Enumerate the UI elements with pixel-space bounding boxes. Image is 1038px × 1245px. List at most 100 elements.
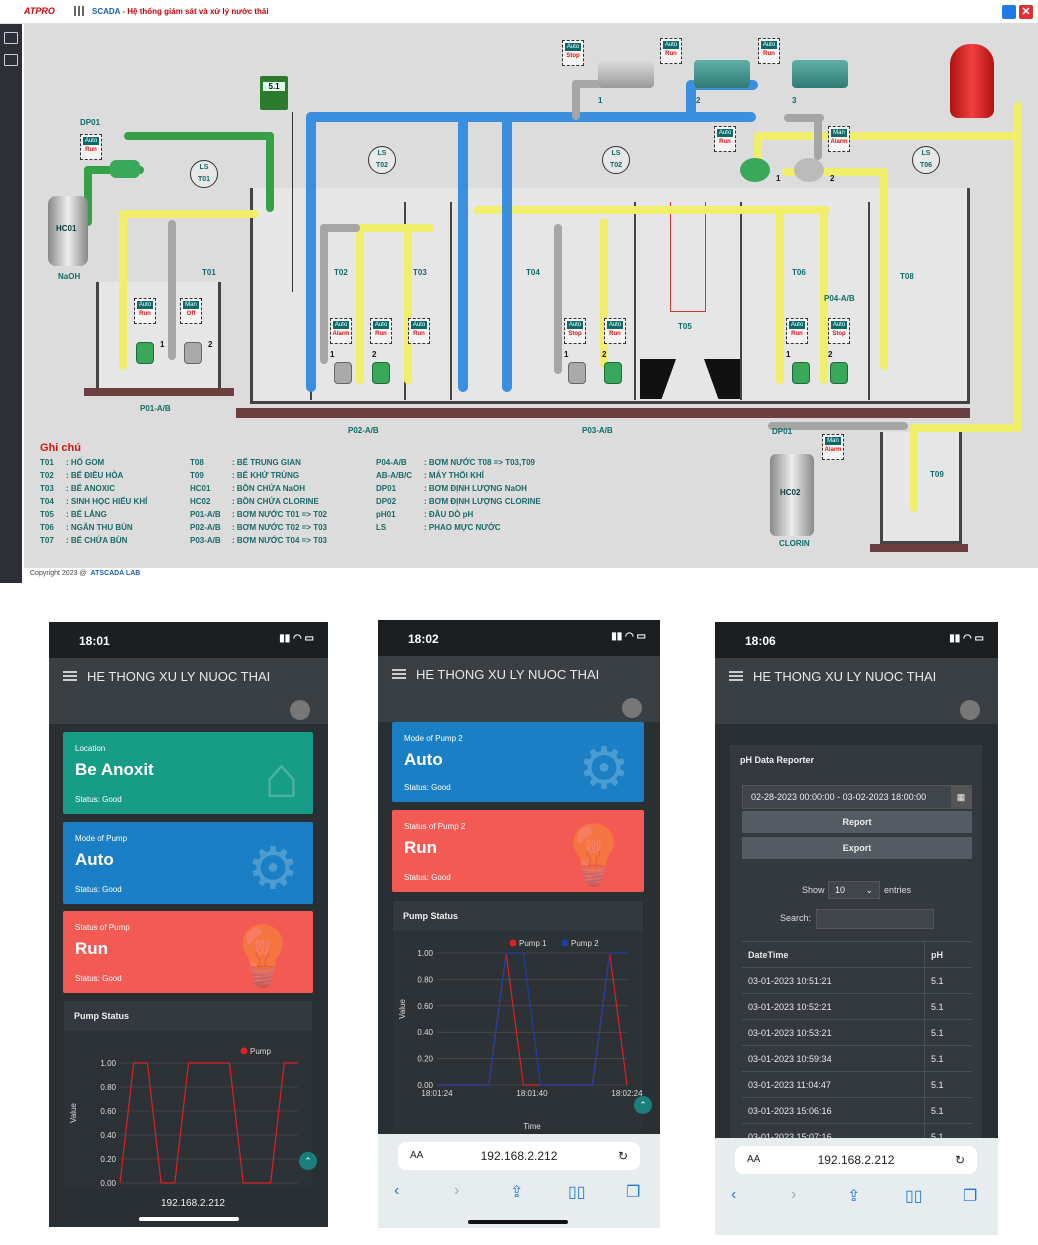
note-desc: : BỒN CHỨA NaOH xyxy=(232,484,306,493)
note-code: pH01 xyxy=(376,510,396,519)
y-tick-label: 1.00 xyxy=(100,1059,116,1068)
pump[interactable] xyxy=(372,362,390,384)
scada-canvas: HC01 NaOH DP01 5.1 T01 P01-A/B T02 T03 T… xyxy=(24,24,1038,568)
bookmarks-icon[interactable]: ▯▯ xyxy=(905,1188,923,1205)
forward-icon[interactable]: › xyxy=(454,1182,460,1199)
y-tick-label: 0.80 xyxy=(417,975,433,984)
export-button[interactable]: Export xyxy=(742,837,972,859)
tabs-icon[interactable]: ❐ xyxy=(626,1184,641,1201)
note-code: LS xyxy=(376,523,387,532)
ph-meter: 5.1 xyxy=(260,76,288,110)
phone-3: 18:06▮▮ ◠ ▭ HE THONG XU LY NUOC THAI pH … xyxy=(715,622,998,1235)
entries-select[interactable]: 10⌄ xyxy=(828,881,880,899)
blower-2[interactable] xyxy=(694,60,750,88)
back-icon[interactable]: ‹ xyxy=(731,1186,737,1203)
tank-base xyxy=(870,544,968,552)
legend-marker xyxy=(240,1047,248,1055)
app-header: HE THONG XU LY NUOC THAI xyxy=(715,658,998,694)
blower-3[interactable] xyxy=(792,60,848,88)
pump[interactable] xyxy=(604,362,622,384)
note-code: T09 xyxy=(190,471,204,480)
pump[interactable] xyxy=(792,362,810,384)
ph-cell: 5.1 xyxy=(924,1071,972,1098)
ph-cell: 5.1 xyxy=(924,993,972,1020)
sidebar xyxy=(0,24,22,583)
scroll-up-button[interactable]: ⌃ xyxy=(299,1152,317,1170)
forward-icon[interactable]: › xyxy=(791,1186,797,1203)
datetime-cell: 03-01-2023 10:51:21 xyxy=(742,967,925,994)
pump[interactable] xyxy=(184,342,202,364)
edit-icon[interactable] xyxy=(4,54,18,66)
ph-cell: 5.1 xyxy=(924,1097,972,1124)
blower-1[interactable] xyxy=(598,60,654,88)
chart-bg xyxy=(393,931,643,1131)
note-code: DP02 xyxy=(376,497,397,506)
tabs-icon[interactable]: ❐ xyxy=(963,1188,978,1205)
chlorine-tank xyxy=(770,454,814,536)
home-indicator xyxy=(468,1220,568,1224)
monitor-icon[interactable] xyxy=(4,32,18,44)
close-button[interactable]: ✕ xyxy=(1019,5,1033,19)
note-desc: : SINH HỌC HIẾU KHÍ xyxy=(66,497,148,506)
menu-icon[interactable] xyxy=(729,671,743,681)
menu-icon[interactable] xyxy=(392,669,406,679)
avatar[interactable] xyxy=(622,698,642,718)
bulb-icon: 💡 xyxy=(557,823,630,888)
booster-pump-1[interactable] xyxy=(740,158,770,182)
share-icon[interactable]: ⇪ xyxy=(510,1184,524,1201)
pump[interactable] xyxy=(334,362,352,384)
report-button[interactable]: Report xyxy=(742,811,972,833)
menu-icon[interactable] xyxy=(63,671,77,681)
phone-2: 18:02▮▮ ◠ ▭ HE THONG XU LY NUOC THAI Mod… xyxy=(378,620,660,1228)
note-desc: : BƠM ĐỊNH LƯỢNG NaOH xyxy=(424,484,527,493)
note-desc: : ĐẦU DÒ pH xyxy=(424,510,474,519)
note-desc: : MÁY THỔI KHÍ xyxy=(424,471,484,480)
bulb-icon: 💡 xyxy=(226,924,299,989)
avatar[interactable] xyxy=(960,700,980,720)
legend-label: Pump xyxy=(250,1047,271,1056)
grid-menu-icon[interactable] xyxy=(74,6,84,16)
date-range-input[interactable]: 02-28-2023 00:00:00 - 03-02-2023 18:00:0… xyxy=(742,785,972,809)
share-icon[interactable]: ⇪ xyxy=(847,1188,861,1205)
pump-status-chart: 1.000.800.600.400.200.00ValueTime18:01:2… xyxy=(393,931,643,1131)
calendar-icon: ▦ xyxy=(951,786,971,808)
title-bar xyxy=(0,0,1038,24)
dosing-pump[interactable] xyxy=(110,160,140,178)
booster-pump-2[interactable] xyxy=(794,158,824,182)
note-code: P03-A/B xyxy=(190,536,221,545)
bookmarks-icon[interactable]: ▯▯ xyxy=(568,1184,586,1201)
app-header: HE THONG XU LY NUOC THAI xyxy=(378,656,660,692)
note-code: T04 xyxy=(40,497,54,506)
scroll-up-button[interactable]: ⌃ xyxy=(634,1096,652,1114)
pump[interactable] xyxy=(830,362,848,384)
search-input[interactable] xyxy=(816,909,934,929)
pump[interactable] xyxy=(568,362,586,384)
note-code: P01-A/B xyxy=(190,510,221,519)
minimize-button[interactable] xyxy=(1002,5,1016,19)
back-icon[interactable]: ‹ xyxy=(394,1182,400,1199)
pump[interactable] xyxy=(136,342,154,364)
avatar[interactable] xyxy=(290,700,310,720)
